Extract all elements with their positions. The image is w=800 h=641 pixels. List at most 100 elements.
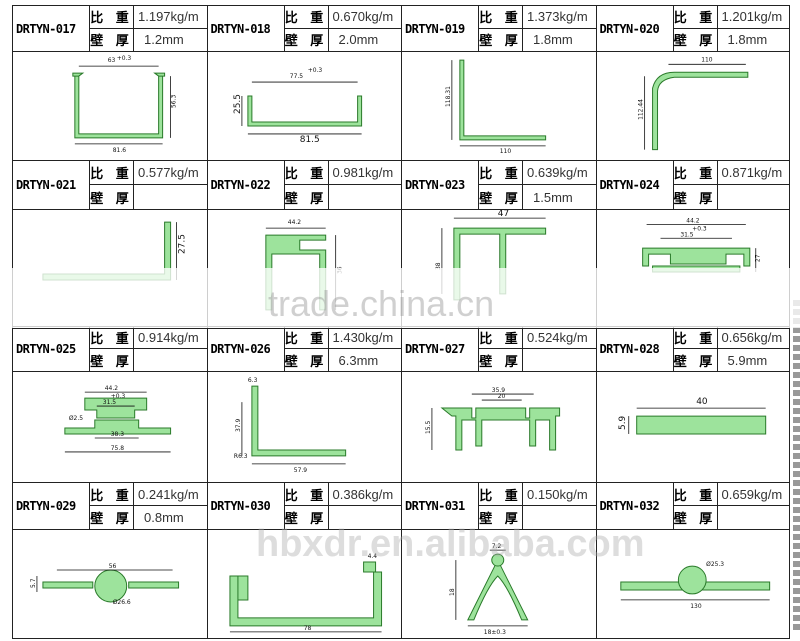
weight-value: 0.150kg/m <box>522 483 596 506</box>
profile-drawing-svg: 77.5+0.381.525.5 <box>232 67 362 145</box>
dimension-label: 77.5 <box>289 73 302 80</box>
profile-code: DRTYN-024 <box>599 178 660 192</box>
dimension-label: Ø26.6 <box>113 599 131 606</box>
weight-label: 比 重 <box>672 6 717 29</box>
dimension-label: 75.8 <box>111 445 124 452</box>
profile-drawing-svg: 6.3 37.9 57.9 R6.3 <box>233 377 346 474</box>
thickness-label: 壁 厚 <box>478 506 522 529</box>
profile-code: DRTYN-029 <box>16 499 76 513</box>
weight-value: 0.577kg/m <box>133 161 207 185</box>
profile-shape <box>250 385 346 457</box>
weight-label: 比 重 <box>283 6 328 29</box>
dimension-label: 4.4 <box>367 553 377 560</box>
dimension-label: 5.7 <box>30 578 37 588</box>
thickness-value: 1.2mm <box>133 28 207 51</box>
dimension-label: 110 <box>500 148 512 155</box>
weight-label: 比 重 <box>283 483 328 506</box>
thickness-label: 壁 厚 <box>283 506 328 529</box>
dimension-label: 27 <box>754 254 761 262</box>
weight-value: 0.386kg/m <box>327 483 401 506</box>
weight-label: 比 重 <box>478 327 522 349</box>
dimension-label: 63 <box>108 57 116 64</box>
profile-shape <box>42 581 180 589</box>
row-divider <box>12 638 790 639</box>
thickness-value <box>522 349 596 371</box>
thickness-label: 壁 厚 <box>672 506 717 529</box>
dimension-label: 44.2 <box>686 217 699 224</box>
weight-label: 比 重 <box>89 483 133 506</box>
profile-shape <box>677 565 707 595</box>
weight-value: 1.197kg/m <box>133 6 207 29</box>
weight-label: 比 重 <box>478 6 522 29</box>
profile-shape <box>440 407 561 451</box>
profile-code: DRTYN-032 <box>599 499 660 513</box>
profile-drawing-svg: 44.231.5+0.327 <box>641 217 761 273</box>
thickness-value: 1.8mm <box>716 28 790 51</box>
profile-drawing: 6.3 37.9 57.9 R6.3 <box>206 372 402 482</box>
weight-value: 1.201kg/m <box>716 6 789 29</box>
dimension-label: 112.44 <box>637 99 644 120</box>
weight-label: 比 重 <box>283 161 328 185</box>
profile-code: DRTYN-022 <box>210 178 271 192</box>
profile-code: DRTYN-031 <box>405 499 465 513</box>
thickness-value: 5.9mm <box>716 349 790 371</box>
dimension-label: 118.31 <box>445 86 452 107</box>
profile-shape <box>467 558 529 621</box>
profile-shape <box>72 72 166 139</box>
thickness-label: 壁 厚 <box>89 185 133 209</box>
profile-shape <box>651 71 748 151</box>
dimension-label: 6.3 <box>247 377 257 384</box>
dimension-label: +0.3 <box>117 55 132 62</box>
weight-value: 0.656kg/m <box>716 327 789 349</box>
weight-label: 比 重 <box>89 6 133 29</box>
dimension-label: 78 <box>303 625 311 632</box>
dimension-label: 20 <box>498 393 506 400</box>
thickness-label: 壁 厚 <box>89 349 133 371</box>
dimension-label: Ø2.5 <box>69 415 83 422</box>
dimension-label: 37.9 <box>234 418 241 431</box>
profile-code: DRTYN-028 <box>599 342 660 356</box>
profile-shape <box>94 569 128 603</box>
dimension-label: +0.3 <box>307 67 322 74</box>
profile-shape <box>246 95 362 127</box>
thickness-label: 壁 厚 <box>478 28 522 51</box>
weight-value: 0.524kg/m <box>522 327 596 349</box>
weight-label: 比 重 <box>283 327 328 349</box>
thickness-label: 壁 厚 <box>283 185 328 209</box>
profile-code: DRTYN-017 <box>16 21 76 36</box>
dimension-label: 40 <box>696 397 708 407</box>
thickness-label: 壁 厚 <box>283 28 328 51</box>
dimension-label: 27.5 <box>178 234 188 254</box>
thickness-label: 壁 厚 <box>89 28 133 51</box>
profile-code: DRTYN-030 <box>210 499 271 513</box>
dimension-label: 38 <box>435 262 442 270</box>
thickness-label: 壁 厚 <box>478 349 522 371</box>
dimension-label: 56 <box>109 563 117 570</box>
dimension-label: 81.5 <box>299 135 319 145</box>
dimension-label: R6.3 <box>233 453 247 460</box>
profile-drawing-svg: 784.4 <box>228 553 382 633</box>
thickness-value: 1.8mm <box>522 28 596 51</box>
weight-value: 0.914kg/m <box>133 327 207 349</box>
dimension-label: 18 <box>449 588 456 596</box>
dimension-label: 130 <box>690 603 702 610</box>
profile-code: DRTYN-019 <box>405 21 465 36</box>
dimension-label: 31.5 <box>680 231 693 238</box>
dimension-label: 57.9 <box>293 467 306 474</box>
profile-shape <box>635 415 766 435</box>
